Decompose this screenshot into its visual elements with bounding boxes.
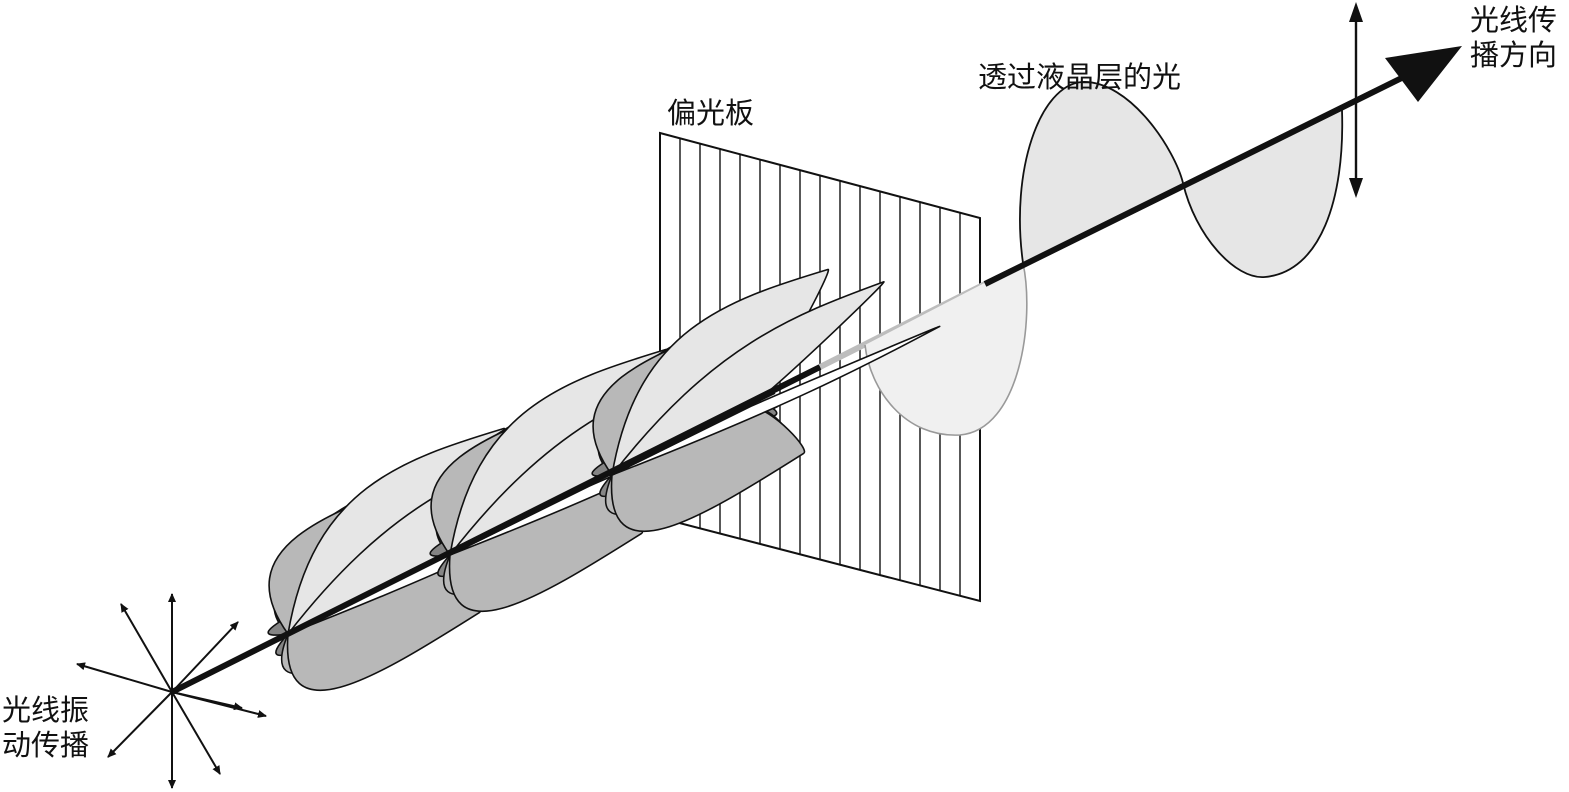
vibration-arrow (171, 691, 243, 711)
transmitted-light-label: 透过液晶层的光 (978, 60, 1182, 94)
light-petal (611, 325, 941, 476)
vertical-polarization-arrow (1349, 2, 1363, 198)
arrow-star-icon (76, 593, 267, 789)
vibration-arrow (171, 691, 221, 775)
vibration-arrow (120, 603, 173, 693)
unpolarized-light-petals (267, 268, 941, 691)
vibration-arrow (76, 662, 173, 693)
source-label-line2: 动传播 (2, 728, 90, 762)
arrow-head-icon (1385, 46, 1462, 102)
direction-label-line1: 光线传 (1470, 3, 1558, 37)
direction-label-line2: 播方向 (1470, 38, 1558, 72)
vibration-arrow (107, 691, 173, 758)
beam-axis (287, 392, 776, 635)
light-petal (610, 405, 806, 532)
polarizer-label: 偏光板 (667, 96, 755, 130)
beam-near (170, 364, 822, 695)
source-label-line1: 光线振 (2, 693, 90, 727)
vibration-arrow (171, 621, 239, 693)
transmitted-wave (864, 81, 1344, 436)
light-petal (611, 281, 885, 476)
